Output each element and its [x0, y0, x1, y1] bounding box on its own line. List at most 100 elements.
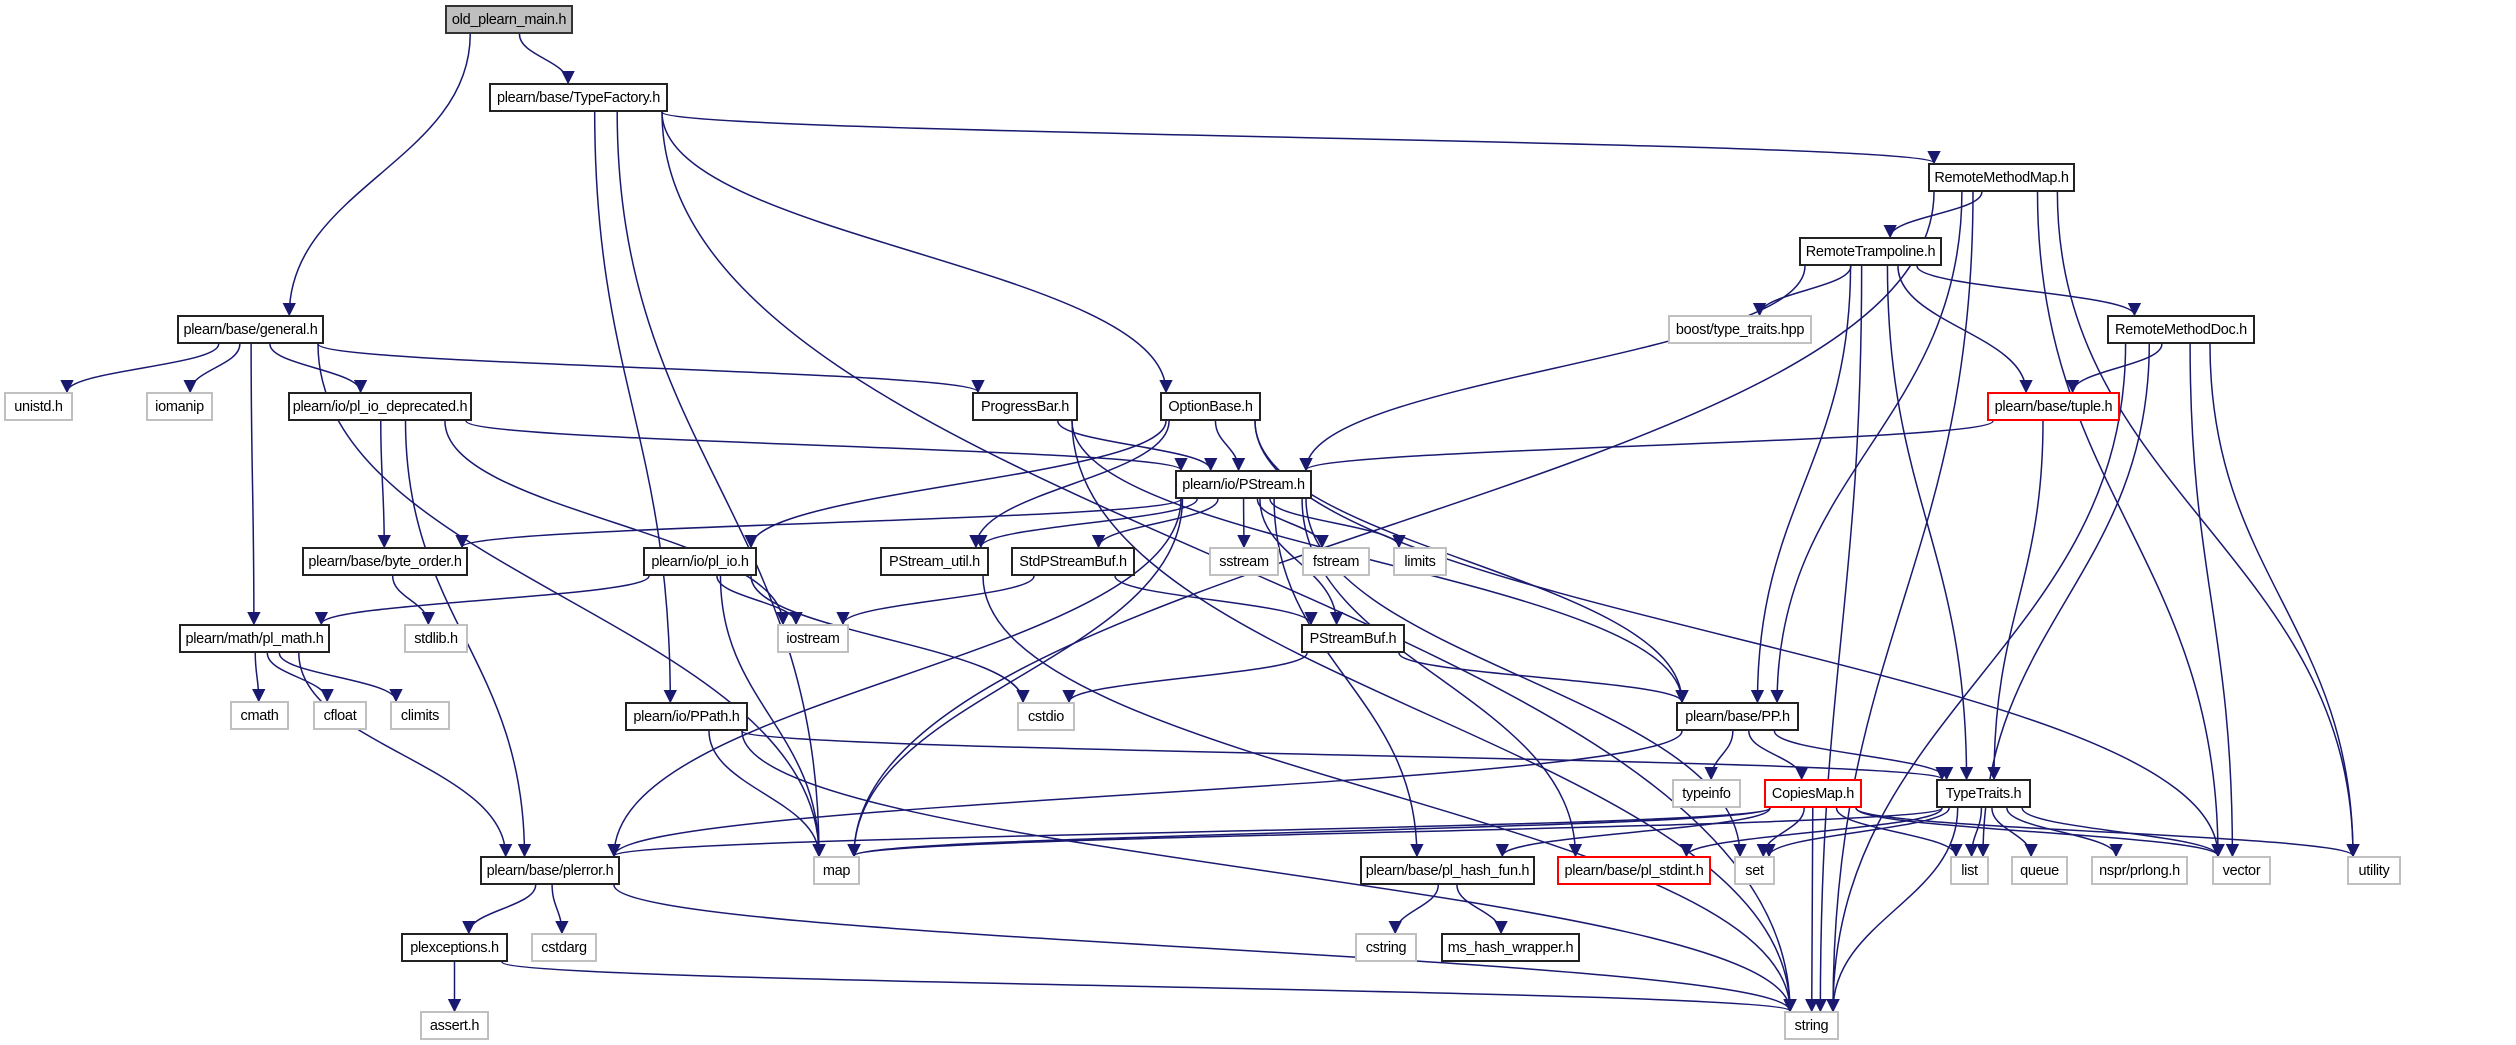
edge-general-to-unistd: [60, 343, 220, 394]
edge-rmm-to-rtramp: [1883, 191, 1983, 239]
edge-typetraits-to-map: [847, 807, 1943, 858]
edge-stdpsbuf-to-psbuf: [1114, 575, 1318, 626]
node-label: plearn/base/plerror.h: [486, 862, 614, 879]
node-label: plearn/base/byte_order.h: [308, 553, 462, 570]
graph-node-std-pstreambuf[interactable]: StdPStreamBuf.h: [1011, 547, 1135, 576]
graph-node-pstreambuf[interactable]: PStreamBuf.h: [1301, 624, 1405, 653]
edge-rmdoc-to-utility: [2209, 343, 2360, 858]
graph-node-utility: utility: [2347, 856, 2401, 885]
node-label: TypeTraits.h: [1945, 785, 2022, 802]
graph-node-progress-bar[interactable]: ProgressBar.h: [972, 392, 1078, 421]
graph-node-plerror[interactable]: plearn/base/plerror.h: [480, 856, 620, 885]
node-label: plearn/io/pl_io_deprecated.h: [292, 398, 468, 415]
node-label: assert.h: [429, 1017, 480, 1034]
edge-pstream-to-limits: [1269, 498, 1406, 549]
edge-plerror-to-plexc: [462, 884, 537, 935]
graph-node-iostream: iostream: [777, 624, 849, 653]
edge-pliodep-to-pstream: [465, 420, 1188, 472]
graph-node-map: map: [813, 856, 860, 885]
graph-node-iomanip: iomanip: [146, 392, 213, 421]
node-label: PStream_util.h: [889, 553, 980, 570]
graph-node-ppath[interactable]: plearn/io/PPath.h: [625, 702, 748, 731]
edge-pstreamutil-to-string: [982, 575, 1797, 1013]
graph-node-remote-method-doc[interactable]: RemoteMethodDoc.h: [2107, 315, 2255, 344]
graph-node-tuple[interactable]: plearn/base/tuple.h: [1987, 392, 2120, 421]
edge-pliodep-to-iostream: [444, 420, 790, 626]
node-label: plearn/base/pl_hash_fun.h: [1365, 862, 1530, 879]
node-label: plearn/base/pl_stdint.h: [1564, 862, 1704, 879]
edge-general-to-plmath: [247, 343, 261, 626]
graph-node-ms-hash-wrapper[interactable]: ms_hash_wrapper.h: [1441, 933, 1580, 962]
edge-typefactory-to-map: [616, 111, 826, 858]
node-label: plearn/base/general.h: [183, 321, 318, 338]
edge-typetraits-to-prlong: [2006, 807, 2123, 858]
edge-tuple-to-typetraits: [1987, 420, 2044, 781]
graph-node-type-traits[interactable]: TypeTraits.h: [1936, 779, 2031, 808]
edge-progress-to-string: [1071, 420, 1797, 1013]
graph-node-assert: assert.h: [420, 1011, 489, 1040]
graph-node-copies-map[interactable]: CopiesMap.h: [1764, 779, 1862, 808]
edge-rmm-to-utility: [2056, 191, 2360, 858]
node-label: stdlib.h: [414, 630, 458, 647]
node-label: typeinfo: [1682, 785, 1731, 802]
graph-node-pl-io[interactable]: plearn/io/pl_io.h: [643, 547, 757, 576]
edge-root-to-general: [282, 33, 471, 317]
edge-plmath-to-climits: [278, 652, 403, 703]
edge-copiesmap-to-plhash: [1495, 807, 1771, 858]
node-label: cmath: [240, 707, 279, 724]
graph-node-unistd: unistd.h: [4, 392, 73, 421]
graph-node-pl-io-deprecated[interactable]: plearn/io/pl_io_deprecated.h: [288, 392, 472, 421]
graph-node-stdlib: stdlib.h: [404, 624, 468, 653]
edge-psbuf-to-cstdio: [1062, 652, 1308, 704]
edge-rtramp-to-string: [1813, 265, 1863, 1013]
graph-node-remote-method-map[interactable]: RemoteMethodMap.h: [1928, 163, 2075, 192]
edge-general-to-progress: [317, 343, 985, 394]
edge-rmdoc-to-vector: [2189, 343, 2240, 858]
graph-node-boost-type-traits: boost/type_traits.hpp: [1668, 315, 1812, 344]
graph-node-pl-hash-fun[interactable]: plearn/base/pl_hash_fun.h: [1360, 856, 1535, 885]
edge-copiesmap-to-map: [847, 807, 1771, 858]
edge-plhash-to-mshash: [1456, 884, 1508, 935]
graph-node-option-base[interactable]: OptionBase.h: [1160, 392, 1261, 421]
node-label: plearn/math/pl_math.h: [185, 630, 324, 647]
graph-node-remote-trampoline[interactable]: RemoteTrampoline.h: [1799, 237, 1942, 266]
graph-node-pp[interactable]: plearn/base/PP.h: [1676, 702, 1799, 731]
edge-plio-to-map: [719, 575, 826, 858]
edge-rtramp-to-pstream: [1299, 265, 1806, 472]
graph-node-string: string: [1784, 1011, 1839, 1040]
edge-plerror-to-string: [613, 884, 1797, 1013]
graph-node-cfloat: cfloat: [313, 701, 367, 730]
edge-ppath-to-typetraits: [741, 730, 1949, 781]
node-label: nspr/prlong.h: [2099, 862, 2180, 879]
edge-ppath-to-map: [708, 730, 826, 858]
edge-pstream-to-byteorder: [455, 498, 1182, 549]
edge-typetraits-to-queue: [1991, 807, 2038, 858]
edge-copiesmap-to-string: [1804, 807, 1819, 1013]
node-label: plearn/base/PP.h: [1685, 708, 1790, 725]
node-label: set: [1745, 862, 1764, 879]
graph-node-pl-stdint[interactable]: plearn/base/pl_stdint.h: [1557, 856, 1711, 885]
graph-node-typefactory[interactable]: plearn/base/TypeFactory.h: [489, 83, 668, 112]
node-label: string: [1794, 1017, 1829, 1034]
graph-node-pstream[interactable]: plearn/io/PStream.h: [1175, 470, 1312, 499]
node-label: cstdarg: [541, 939, 587, 956]
graph-node-typeinfo: typeinfo: [1672, 779, 1741, 808]
node-label: RemoteMethodDoc.h: [2115, 321, 2247, 338]
node-label: climits: [400, 707, 440, 724]
graph-node-pl-math[interactable]: plearn/math/pl_math.h: [179, 624, 330, 653]
edge-typefactory-to-rmm: [661, 111, 1941, 165]
graph-node-climits: climits: [390, 701, 450, 730]
edge-copiesmap-to-set: [1756, 807, 1805, 858]
graph-node-plexceptions[interactable]: plexceptions.h: [401, 933, 508, 962]
graph-node-byte-order[interactable]: plearn/base/byte_order.h: [302, 547, 468, 576]
graph-node-pstream-util[interactable]: PStream_util.h: [880, 547, 989, 576]
node-label: utility: [2358, 862, 2390, 879]
edge-general-to-iomanip: [183, 343, 241, 394]
node-label: StdPStreamBuf.h: [1019, 553, 1127, 570]
node-label: ProgressBar.h: [981, 398, 1069, 415]
node-label: plearn/io/PPath.h: [633, 708, 740, 725]
edge-optionbase-to-plio: [744, 420, 1167, 549]
edge-optionbase-to-vector: [1254, 420, 2225, 858]
graph-node-general[interactable]: plearn/base/general.h: [177, 315, 324, 344]
